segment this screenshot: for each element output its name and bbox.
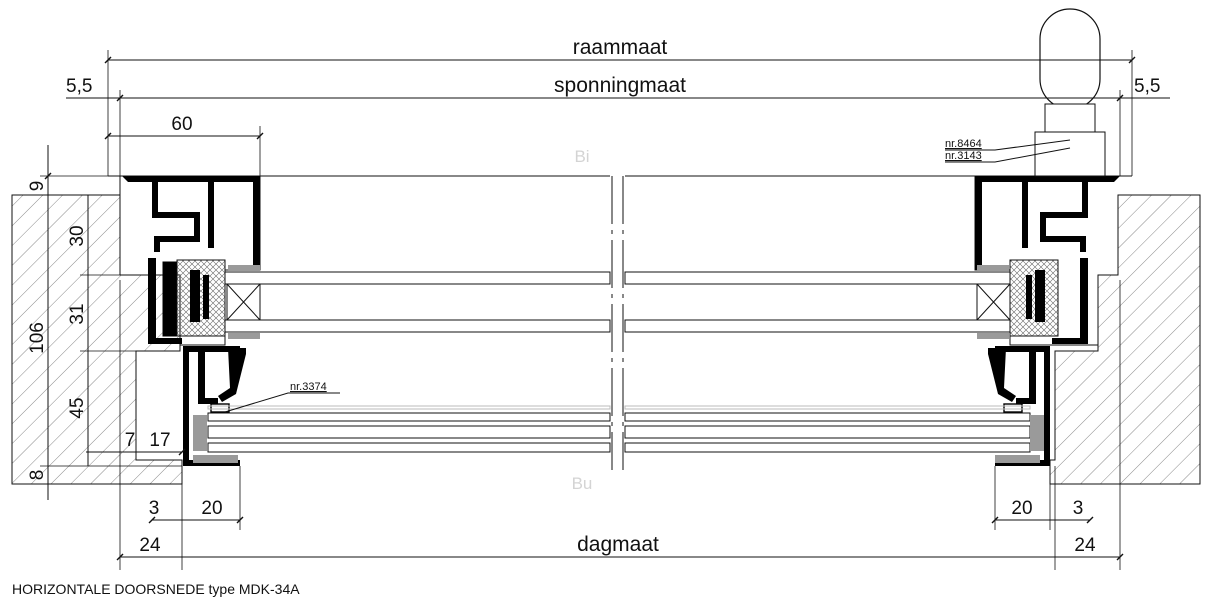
break-lines	[611, 176, 624, 470]
leaders	[224, 139, 1071, 413]
label-outside: Bu	[572, 474, 593, 493]
right-wall	[1049, 194, 1201, 485]
part-8464: nr.8464	[945, 138, 982, 150]
dim-vertical-left	[40, 145, 182, 500]
dim-profile-width: 60	[171, 114, 192, 135]
label-dagmaat: dagmaat	[577, 533, 659, 556]
label-sponningmaat: sponningmaat	[554, 74, 686, 97]
label-inside: Bi	[574, 147, 589, 166]
caption: HORIZONTALE DOORSNEDE type MDK-34A	[12, 581, 300, 597]
part-3143: nr.3143	[945, 150, 982, 162]
inner-glazing-unit	[224, 265, 1011, 339]
outer-glazing-unit	[193, 405, 1044, 463]
left-glazing-bead	[176, 259, 226, 337]
part-3374: nr.3374	[290, 381, 327, 393]
left-frame-profile	[122, 176, 260, 344]
dim-v-9: 9	[27, 181, 48, 192]
right-outer-sash	[988, 346, 1050, 466]
dim-v-31: 31	[67, 303, 88, 324]
dim-left-24: 24	[139, 535, 161, 556]
dim-v-45: 45	[67, 397, 88, 418]
dim-right-3: 3	[1073, 498, 1084, 519]
dim-right-24: 24	[1074, 535, 1096, 556]
dim-profile-60	[104, 126, 264, 176]
dim-top-left-offset: 5,5	[66, 76, 92, 97]
right-glazing-bead	[1009, 259, 1059, 337]
right-frame-profile	[975, 176, 1120, 344]
dim-h-7: 7	[125, 430, 136, 451]
dim-v-106: 106	[27, 322, 48, 354]
dim-top-right-offset: 5,5	[1134, 76, 1160, 97]
dim-v-30: 30	[67, 225, 88, 246]
dim-right-20: 20	[1011, 498, 1032, 519]
dim-sponningmaat	[66, 90, 1170, 176]
dim-left-3: 3	[149, 498, 160, 519]
handle	[1034, 8, 1106, 177]
left-outer-sash	[183, 346, 246, 466]
dim-h-17: 17	[149, 430, 170, 451]
dim-left-20: 20	[201, 498, 222, 519]
dim-v-8: 8	[27, 470, 48, 481]
label-raammaat: raammaat	[573, 36, 668, 59]
dim-bottom	[86, 280, 1124, 570]
dim-raammaat	[104, 50, 1136, 176]
